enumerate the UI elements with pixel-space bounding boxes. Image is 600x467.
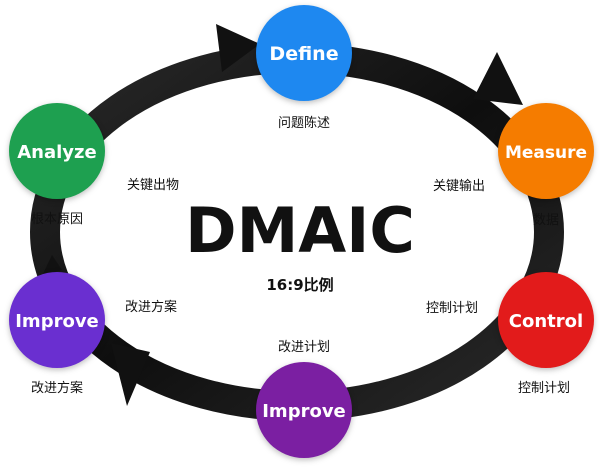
caption-analyze-inner: 关键出物	[127, 178, 179, 193]
node-improve-left: Improve	[9, 272, 105, 368]
caption-improve-left-below: 改进方案	[31, 380, 83, 396]
caption-control-inner: 控制计划	[426, 301, 478, 316]
arrow-to-measure-icon	[473, 52, 523, 105]
improve-bottom-label: Improve	[262, 401, 346, 422]
page-subtitle: 16:9比例	[266, 276, 333, 294]
node-improve-bottom: Improve	[256, 362, 352, 458]
caption-control-below: 控制计划	[518, 381, 570, 396]
node-analyze: Analyze	[9, 103, 105, 199]
improve-bottom-circle	[256, 362, 352, 458]
caption-define-below: 问题陈述	[278, 115, 330, 131]
define-label: Define	[269, 43, 338, 65]
node-control: Control	[498, 272, 594, 368]
measure-label: Measure	[505, 143, 587, 163]
control-label: Control	[509, 311, 583, 332]
control-circle	[498, 272, 594, 368]
caption-measure-below: 数据	[533, 213, 559, 228]
caption-improve-bottom-above: 改进计划	[278, 340, 330, 355]
arrow-to-improve-left-icon	[111, 343, 150, 406]
caption-measure-inner: 关键输出	[433, 178, 485, 194]
node-define: Define	[256, 5, 352, 101]
improve-left-label: Improve	[15, 311, 99, 332]
caption-improve-left-inner: 改进方案	[125, 299, 177, 315]
analyze-circle	[9, 103, 105, 199]
measure-circle	[498, 103, 594, 199]
caption-analyze-below: 根本原因	[31, 212, 83, 227]
arrow-to-analyze-icon	[42, 255, 62, 276]
analyze-label: Analyze	[17, 142, 96, 163]
node-measure: Measure	[498, 103, 594, 199]
page-title: DMAIC	[185, 194, 415, 267]
define-circle	[256, 5, 352, 101]
improve-left-circle	[9, 272, 105, 368]
arrow-to-define-icon	[216, 24, 260, 72]
